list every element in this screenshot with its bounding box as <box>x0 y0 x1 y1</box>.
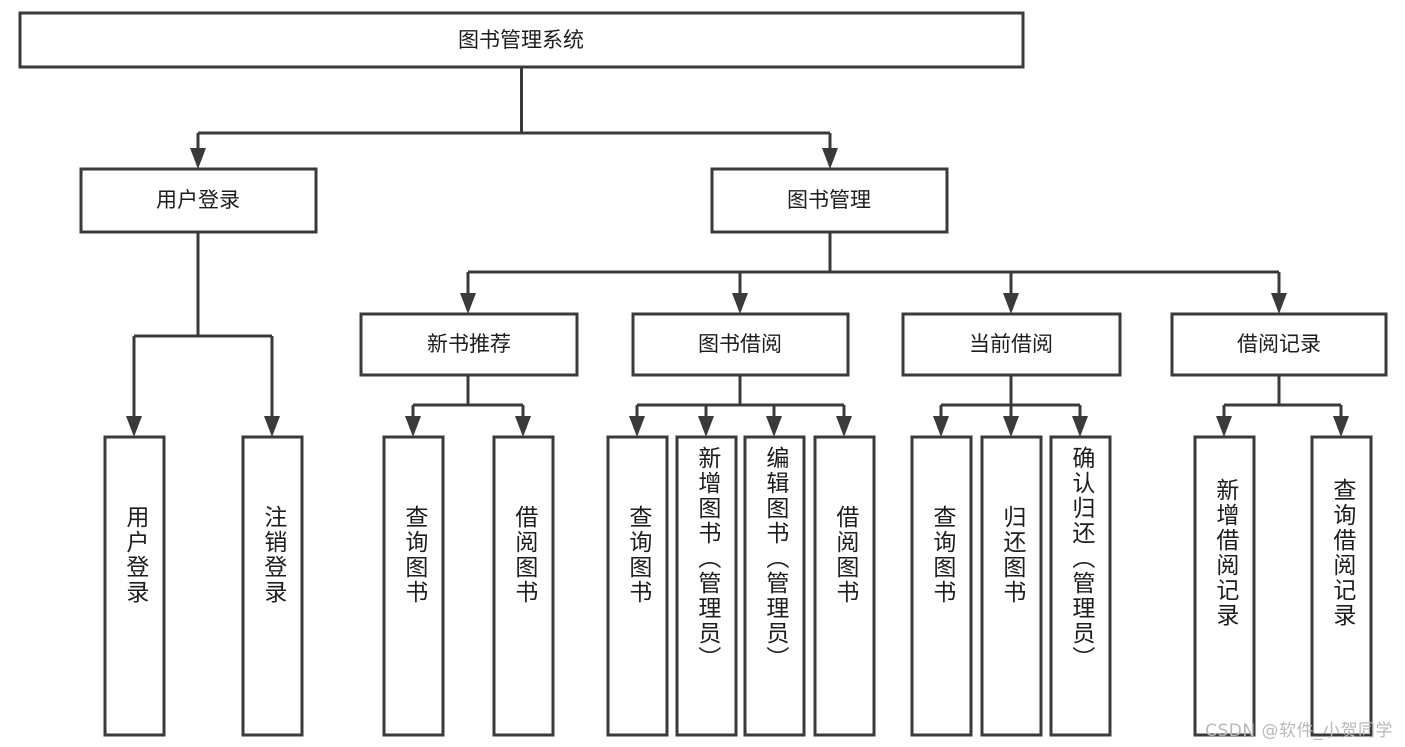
node-book-borrow[interactable]: 图书借阅 <box>631 312 850 377</box>
node-book-management-label: 图书管理 <box>787 188 871 212</box>
node-user-login[interactable]: 用户登录 <box>79 167 318 234</box>
leaf-box-query-book-2[interactable] <box>606 435 669 737</box>
node-borrow-record-label: 借阅记录 <box>1237 332 1321 356</box>
leaf-box-logout[interactable] <box>241 435 304 737</box>
leaf-box-return-book[interactable] <box>980 435 1043 737</box>
leaf-box-query-book-3[interactable] <box>910 435 973 737</box>
connector-bookmgmt-to-level3 <box>460 232 1287 314</box>
node-book-borrow-label: 图书借阅 <box>698 332 782 356</box>
connector-newbook-to-leaves <box>405 375 531 437</box>
connector-currentborrow-to-leaves <box>933 375 1088 437</box>
leaf-box-user-login[interactable] <box>103 435 166 737</box>
leaf-box-edit-book-admin[interactable] <box>743 435 806 737</box>
leaf-box-query-book-1[interactable] <box>382 435 445 737</box>
connector-userlogin-to-leaves <box>126 232 280 437</box>
node-new-book-recommend-label: 新书推荐 <box>427 332 511 356</box>
leaf-box-confirm-return-admin[interactable] <box>1049 435 1112 737</box>
node-user-login-label: 用户登录 <box>156 188 240 212</box>
csdn-watermark: CSDN @软件_小贺同学 <box>1205 721 1393 741</box>
leaf-box-borrow-book-2[interactable] <box>813 435 876 737</box>
node-root-system[interactable]: 图书管理系统 <box>18 11 1025 69</box>
node-borrow-record[interactable]: 借阅记录 <box>1170 312 1388 377</box>
node-current-borrow-label: 当前借阅 <box>969 332 1053 356</box>
node-root-label: 图书管理系统 <box>458 28 584 52</box>
leaf-box-add-borrow-record[interactable] <box>1193 435 1256 737</box>
node-current-borrow[interactable]: 当前借阅 <box>901 312 1122 377</box>
node-new-book-recommend[interactable]: 新书推荐 <box>359 312 579 377</box>
leaf-box-add-book-admin[interactable] <box>675 435 738 737</box>
leaf-box-borrow-book-1[interactable] <box>492 435 555 737</box>
connector-root-to-level2 <box>190 67 838 169</box>
node-book-management[interactable]: 图书管理 <box>710 167 949 234</box>
connector-borrowrecord-to-leaves <box>1216 375 1349 437</box>
leaf-box-query-borrow-record[interactable] <box>1310 435 1373 737</box>
connector-bookborrow-to-leaves <box>629 375 852 437</box>
